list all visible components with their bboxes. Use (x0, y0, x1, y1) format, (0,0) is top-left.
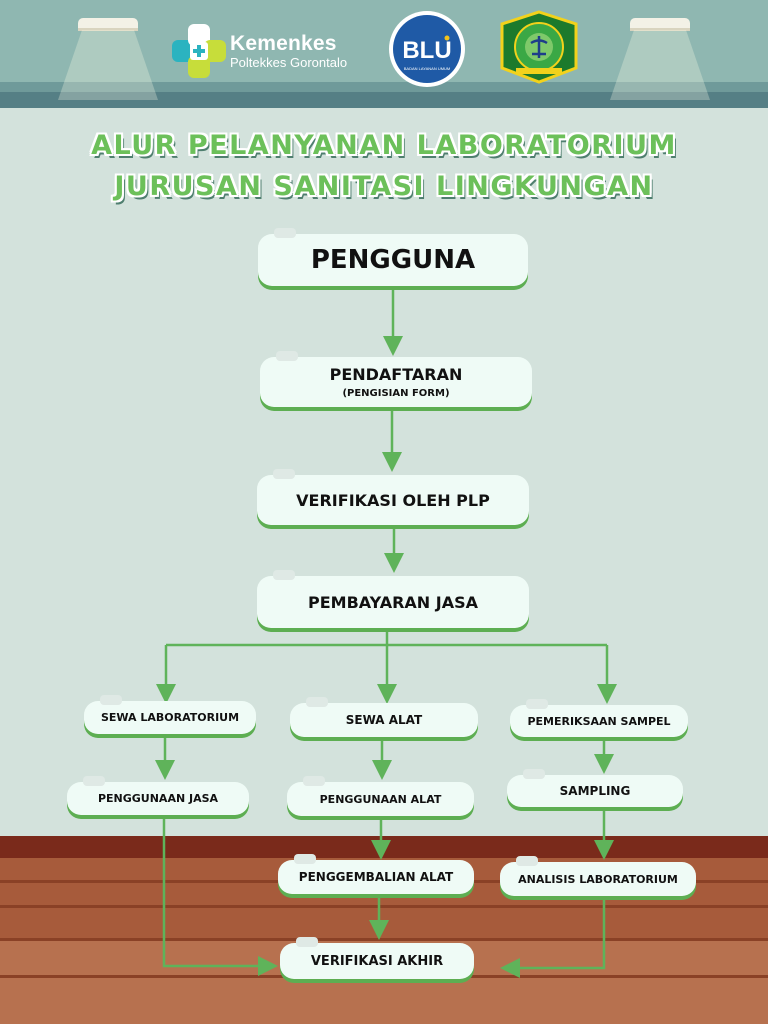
header-stripe (0, 92, 768, 108)
box-tab (526, 699, 548, 709)
step-pemeriksaan-sampel: PEMERIKSAAN SAMPEL (510, 699, 688, 737)
header-stripe (0, 82, 768, 92)
step-label: VERIFIKASI AKHIR (310, 953, 444, 969)
step-label: VERIFIKASI OLEH PLP (296, 490, 490, 510)
step-sewa-laboratorium: SEWA LABORATORIUM (84, 695, 256, 734)
step-label: ANALISIS LABORATORIUM (518, 872, 678, 886)
step-analisis-laboratorium: ANALISIS LABORATORIUM (500, 856, 696, 896)
step-label: PENDAFTARAN (329, 365, 463, 384)
kemenkes-emblem-icon (172, 24, 226, 78)
blu-logo: BLU BADAN LAYANAN UMUM (385, 10, 469, 88)
step-label: PEMBAYARAN JASA (308, 592, 478, 612)
step-penggunaan-alat: PENGGUNAAN ALAT (287, 776, 474, 816)
box-tab (83, 776, 105, 786)
box-tab (306, 697, 328, 707)
institution-seal-logo (498, 10, 580, 84)
step-label: SEWA LABORATORIUM (100, 711, 240, 724)
box-tab (276, 351, 298, 361)
box-tab (516, 856, 538, 866)
step-pendaftaran: PENDAFTARAN (PENGISIAN FORM) (260, 351, 532, 407)
step-label: PENGGUNA (310, 245, 476, 275)
box-tab (303, 776, 325, 786)
floor-plank (0, 905, 768, 908)
box-tab (273, 570, 295, 580)
step-pembayaran-jasa: PEMBAYARAN JASA (257, 570, 529, 628)
step-pengguna: PENGGUNA (258, 228, 528, 286)
page-subtitle: JURUSAN SANITASI LINGKUNGAN (114, 171, 654, 202)
kemenkes-name: Kemenkes (230, 32, 337, 55)
blu-mark: BLU (402, 37, 451, 64)
blu-subtitle: BADAN LAYANAN UMUM (404, 66, 451, 71)
ceiling-lamp-icon (58, 18, 158, 100)
step-label: SEWA ALAT (345, 713, 423, 727)
kemenkes-logo: Kemenkes Poltekkes Gorontalo (168, 20, 368, 82)
box-tab (296, 937, 318, 947)
page-title: ALUR PELANYANAN LABORATORIUM (91, 130, 677, 161)
step-pengembalian-alat: PENGGEMBALIAN ALAT (278, 854, 474, 894)
step-verifikasi-plp: VERIFIKASI OLEH PLP (257, 469, 529, 525)
step-label: PENGGUNAAN ALAT (319, 792, 442, 806)
kemenkes-subtitle: Poltekkes Gorontalo (230, 55, 348, 70)
step-label: PENGGEMBALIAN ALAT (298, 870, 454, 884)
step-label: SAMPLING (559, 784, 631, 798)
step-label: PENGGUNAAN JASA (97, 792, 219, 805)
step-sublabel: (PENGISIAN FORM) (342, 388, 450, 399)
step-sampling: SAMPLING (507, 769, 683, 807)
box-tab (523, 769, 545, 779)
box-tab (100, 695, 122, 705)
box-tab (274, 228, 296, 238)
box-tab (273, 469, 295, 479)
step-label: PEMERIKSAAN SAMPEL (527, 714, 671, 728)
box-tab (294, 854, 316, 864)
step-verifikasi-akhir: VERIFIKASI AKHIR (280, 937, 474, 979)
step-penggunaan-jasa: PENGGUNAAN JASA (67, 776, 249, 815)
step-sewa-alat: SEWA ALAT (290, 697, 478, 737)
ceiling-lamp-icon (610, 18, 710, 100)
